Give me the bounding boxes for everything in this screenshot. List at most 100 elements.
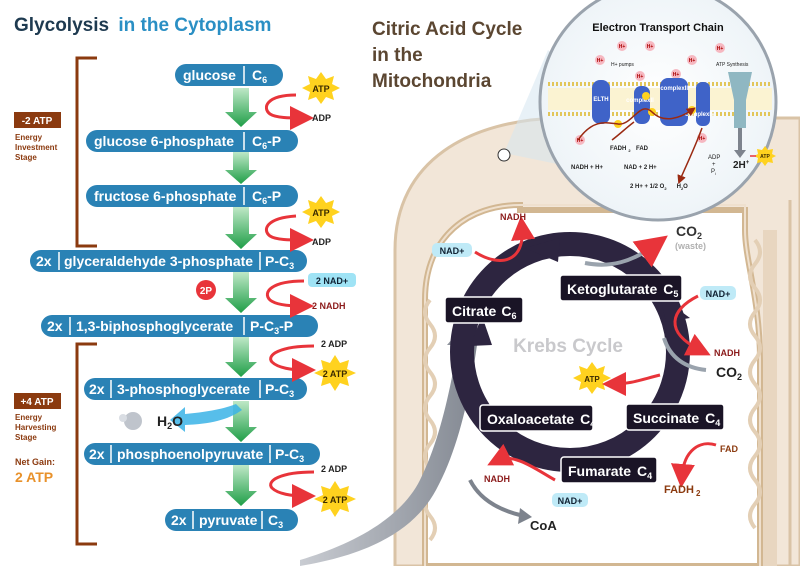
nadh-right-label: NADH xyxy=(714,348,740,358)
harvesting-badge xyxy=(14,393,61,409)
co2-right-label: CO2 xyxy=(716,364,742,382)
harvesting-bracket xyxy=(75,342,97,546)
nadh-arrow-top xyxy=(474,216,536,262)
etc-atp-text: ATP xyxy=(760,154,770,160)
nad-reduce-arrow xyxy=(265,279,314,318)
nadh-arrow-right xyxy=(673,294,711,356)
step-fructose-6-phosphate: fructose 6-phosphate C6-P xyxy=(86,185,298,207)
etc-nad-eq: NAD + 2 H+ xyxy=(624,165,657,171)
krebs-atp-star: ATP xyxy=(573,362,611,394)
svg-text:H+: H+ xyxy=(647,44,654,50)
atp-produce-arrow-1 xyxy=(269,344,316,382)
step-phosphoenolpyruvate: 2x phosphoenolpyruvate P-C3 xyxy=(84,443,320,465)
adp-label-2: ADP xyxy=(312,237,331,247)
citric-title-3: Mitochondria xyxy=(372,71,492,92)
arrow-7 xyxy=(225,465,257,506)
phosphate-badge xyxy=(196,280,216,300)
krebs-atp-text: ATP xyxy=(584,375,600,384)
water-arrow xyxy=(170,404,242,432)
h-pumps-label: H+ pumps xyxy=(611,62,634,68)
nadh-label: 2 NADH xyxy=(312,301,346,311)
citric-title-2: in the xyxy=(372,45,423,66)
fadh-arrow xyxy=(670,442,717,488)
pyr-mult: 2x xyxy=(171,512,187,528)
nad-badge-top xyxy=(432,243,472,257)
glucose-name: glucose xyxy=(183,67,236,83)
complex2-label: complexII xyxy=(626,98,654,104)
nad-badge xyxy=(308,273,356,287)
etc-nadh-eq: NADH + H+ xyxy=(571,165,604,171)
svg-text:H+: H+ xyxy=(577,138,584,144)
atp-produce-arrow-2 xyxy=(269,470,316,508)
complex-elth: ELTH xyxy=(592,80,610,124)
elth-label: ELTH xyxy=(593,97,608,103)
water-molecule-icon xyxy=(124,412,142,430)
etc-adp-label: ADP xyxy=(708,155,720,161)
nad-badge-right xyxy=(700,286,736,300)
g3p-mult: 2x xyxy=(36,253,52,269)
krebs-ring-head-1 xyxy=(525,238,560,262)
krebs-label: Krebs Cycle xyxy=(513,336,623,357)
harvesting-badge-text: +4 ATP xyxy=(20,397,53,408)
etc-title: Electron Transport Chain xyxy=(592,22,724,34)
atp-synthase-icon xyxy=(728,72,752,158)
net-gain-value: 2 ATP xyxy=(15,469,53,485)
harvesting-label-1: Energy xyxy=(15,413,43,422)
investment-label-3: Stage xyxy=(15,153,37,162)
bpg-formula: P-C3-P xyxy=(250,318,293,336)
krebs-ring-head-2 xyxy=(660,296,690,322)
etc-section: Electron Transport Chain H+ H+ H+ H+ H+ … xyxy=(497,0,778,222)
phosphate-badge-text: 2P xyxy=(200,286,213,297)
g6p-formula: C6-P xyxy=(252,133,281,151)
glycolysis-section: Glycolysis in the Cytoplasm -2 ATP Energ… xyxy=(14,15,356,546)
glycolysis-title: Glycolysis in the Cytoplasm xyxy=(14,15,271,36)
complex3-label: complexIII xyxy=(660,86,690,92)
fad-label: FAD xyxy=(720,444,739,454)
svg-text:H+: H+ xyxy=(637,74,644,80)
pep-name: phosphoenolpyruvate xyxy=(117,446,263,462)
nadh-top-label: NADH xyxy=(500,212,526,222)
glycolysis-arrows xyxy=(170,88,257,506)
f6p-formula: C6-P xyxy=(252,188,281,206)
citric-section: Citric Acid Cycle in the Mitochondria Kr… xyxy=(372,19,742,533)
water-label: H2O xyxy=(157,413,183,431)
investment-bracket xyxy=(75,56,97,248)
step-glucose-6-phosphate: glucose 6-phosphate C6-P xyxy=(86,130,298,152)
co2-waste-label: CO2 xyxy=(676,223,702,241)
water-path xyxy=(677,127,703,185)
harvesting-label-2: Harvesting xyxy=(15,423,56,432)
two-atp-star-2: 2 ATP xyxy=(314,481,356,517)
step-biphosphoglycerate: 2x 1,3-biphosphoglycerate P-C3-P xyxy=(41,315,318,337)
etc-2h-label: 2H+ xyxy=(733,160,750,171)
coa-label: CoA xyxy=(530,518,557,533)
atp-consume-arrow-1 xyxy=(264,93,314,130)
etc-atp-star: ATP xyxy=(754,146,776,166)
arrow-3 xyxy=(225,207,257,249)
waste-label: (waste) xyxy=(675,241,706,251)
electron-icon-4 xyxy=(642,92,650,100)
etc-zoom-origin xyxy=(497,148,511,162)
svg-text:H+: H+ xyxy=(717,46,724,52)
bpg-mult: 2x xyxy=(47,318,63,334)
adp-label-1: ADP xyxy=(312,113,331,123)
arrow-1 xyxy=(225,88,257,127)
step-pyruvate: 2x pyruvate C3 xyxy=(165,509,298,531)
citric-title-1: Citric Acid Cycle xyxy=(372,19,522,40)
krebs-ring-head-4 xyxy=(470,316,492,346)
net-gain-label: Net Gain: xyxy=(15,457,55,467)
step-glyceraldehyde-3-phosphate: 2x glyceraldehyde 3-phosphate P-C3 xyxy=(30,250,307,272)
two-atp-star-1-text: 2 ATP xyxy=(323,369,348,379)
two-atp-star-2-text: 2 ATP xyxy=(323,495,348,505)
water-hydrogen-icon xyxy=(119,414,127,422)
f6p-name: fructose 6-phosphate xyxy=(94,188,237,204)
atp-star-1-text: ATP xyxy=(312,84,329,94)
complex-3: complexIII xyxy=(660,78,690,126)
